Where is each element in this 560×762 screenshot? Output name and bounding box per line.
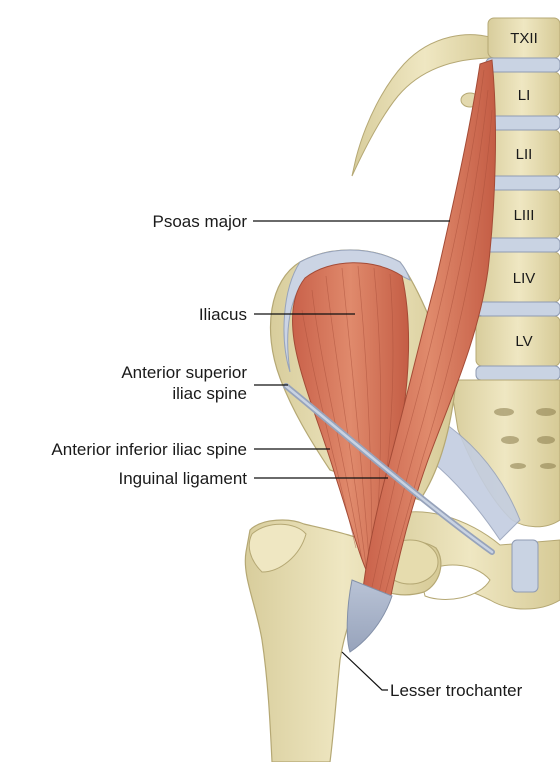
vertebra-label-liii: LIII — [514, 207, 535, 224]
iliopsoas-tendon — [346, 579, 393, 653]
psoas-fibers — [369, 69, 493, 599]
greater-trochanter — [248, 523, 307, 573]
label-lesser-trochanter: Lesser trochanter — [390, 681, 523, 700]
vertebra-label-li: LI — [518, 87, 531, 104]
vertebra-label-liv: LIV — [513, 270, 536, 287]
leader-lines — [253, 220, 450, 691]
label-aiis: Anterior inferior iliac spine — [51, 440, 247, 459]
twelfth-rib — [351, 34, 499, 177]
disc — [476, 301, 560, 317]
label-iliacus: Iliacus — [198, 305, 247, 324]
label-inguinal-ligament: Inguinal ligament — [118, 469, 247, 488]
leader-lesser-trochanter — [341, 651, 388, 691]
vertebra-label-lv: LV — [515, 333, 532, 350]
disc — [485, 57, 560, 73]
label-asis-line1: Anterior superior — [121, 363, 247, 382]
disc — [475, 365, 560, 381]
label-psoas-major: Psoas major — [152, 212, 247, 231]
vertebra-label-txii: TXII — [510, 30, 538, 47]
sacral-foramina — [494, 408, 556, 469]
vertebra-label-lii: LII — [516, 146, 533, 163]
label-asis-line2: iliac spine — [172, 384, 247, 403]
inguinal-ligament-highlight — [284, 384, 494, 554]
pubic-symphysis — [511, 539, 539, 593]
pelvic-ligaments — [429, 419, 521, 541]
